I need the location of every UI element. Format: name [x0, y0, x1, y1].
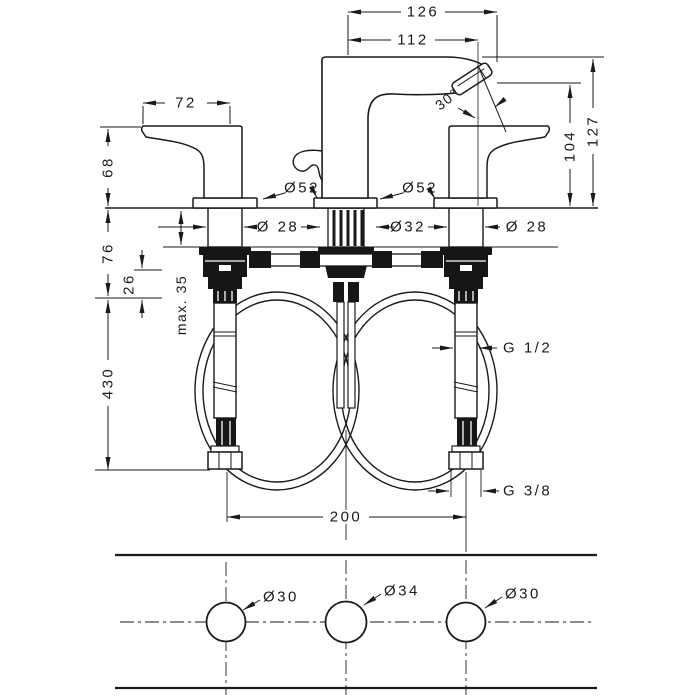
shank-diameter-chain: Ø 28 Ø32 Ø 28	[158, 219, 549, 236]
right-hole	[445, 601, 487, 643]
right-shank	[448, 207, 484, 248]
right-flange	[433, 197, 498, 209]
left-flange	[192, 197, 258, 209]
max-depth-label: max. 35	[173, 275, 189, 335]
g12-label: G 1/2	[503, 340, 552, 357]
g38-label: G 3/8	[503, 483, 552, 500]
center-below-deck-unit	[249, 207, 443, 409]
dia32-label: Ø32	[390, 219, 426, 236]
center-hole	[324, 600, 368, 644]
dim-104-label: 104	[562, 130, 579, 163]
dim-127-label: 127	[585, 115, 602, 148]
dim-76-label: 76	[100, 242, 117, 264]
dim-68-label: 68	[100, 156, 117, 178]
dim-72-label: 72	[175, 95, 197, 112]
dia30-left-label: Ø30	[263, 589, 299, 606]
cross-pipe	[262, 253, 430, 267]
right-handle	[448, 125, 551, 199]
dia30-right-label: Ø30	[505, 586, 541, 603]
left-handle	[140, 125, 243, 199]
dim-26-label: 26	[121, 273, 138, 295]
front-view	[105, 56, 598, 491]
left-valve-unit	[199, 207, 251, 470]
right-supply-nut	[448, 451, 484, 470]
dia52-left-label: Ø52	[284, 180, 320, 197]
left-hole	[205, 601, 247, 643]
left-shank	[207, 207, 243, 248]
spray-angle-line	[478, 67, 507, 133]
left-supply-nut	[207, 451, 243, 470]
right-valve-unit	[440, 207, 492, 470]
dim-126-label: 126	[407, 4, 440, 21]
center-flange	[313, 197, 378, 209]
right-tailpipe	[454, 302, 478, 419]
dia28-left-label: Ø 28	[257, 219, 300, 236]
left-tailpipe	[213, 302, 237, 419]
plan-view: Ø30 Ø34 Ø30	[115, 553, 597, 695]
dia28-right-label: Ø 28	[506, 219, 549, 236]
mixer-lever	[292, 149, 323, 182]
dim-200-label: 200	[330, 509, 363, 526]
dia52-right-label: Ø52	[402, 180, 438, 197]
dia34-label: Ø34	[384, 583, 420, 600]
dim-430-label: 430	[100, 367, 117, 400]
dim-112-label: 112	[397, 32, 428, 49]
